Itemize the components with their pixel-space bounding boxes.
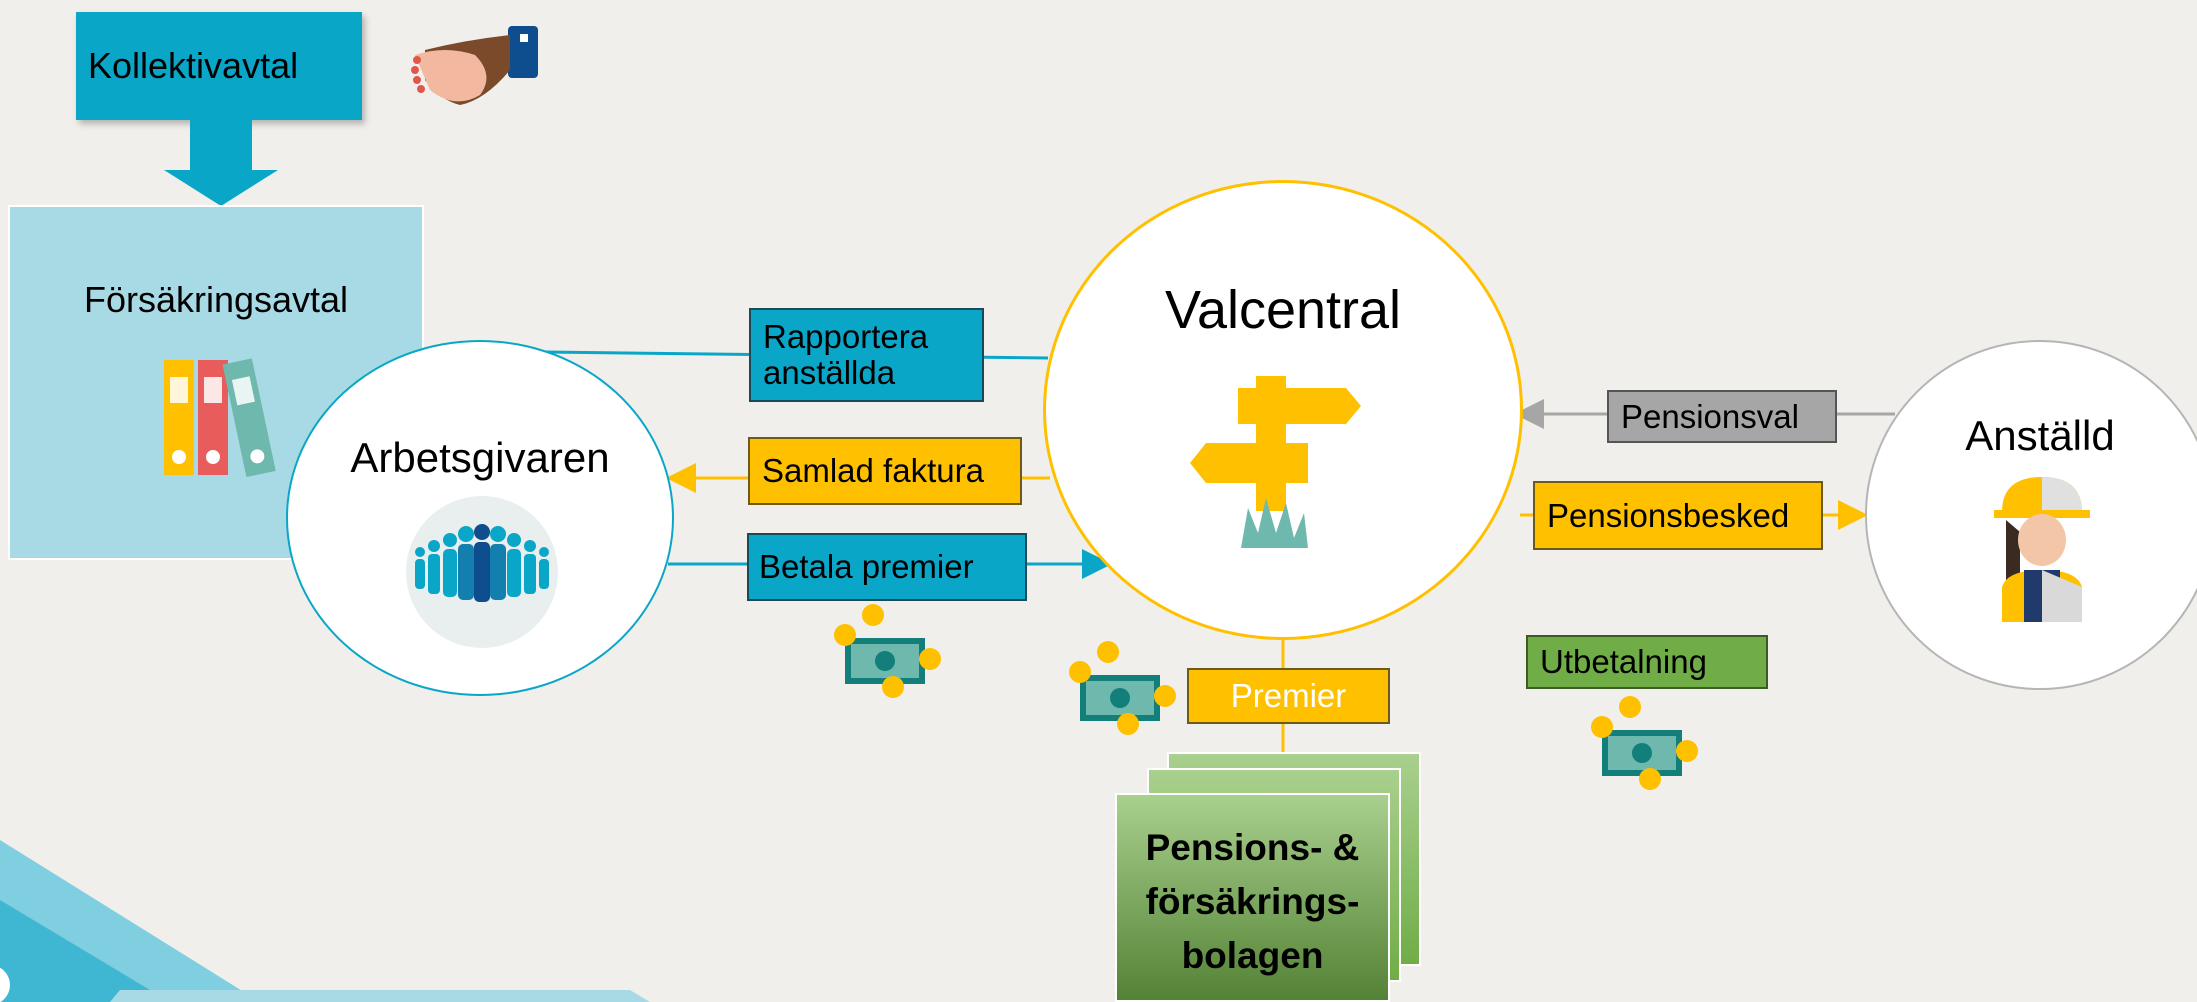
pensionsval-label: Pensionsval [1621,397,1799,435]
signpost-icon [1190,376,1361,548]
samlad-faktura-label: Samlad faktura [762,452,984,489]
kollektivavtal-label: Kollektivavtal [88,45,299,86]
anstalld-label: Anställd [1965,412,2115,459]
utbetalning-box: Utbetalning [1526,635,1768,689]
forsakringsavtal-label: Försäkringsavtal [83,279,349,320]
binders-icon [164,358,276,478]
betala-premier-box: Betala premier [747,533,1027,601]
decorative-corner-shapes [0,840,650,1002]
pensionsbesked-label: Pensionsbesked [1547,496,1790,534]
handshake-icon [411,26,538,105]
premier-box: Premier [1187,668,1390,724]
pensionsbesked-box: Pensionsbesked [1533,481,1823,550]
money-icon [834,604,941,698]
money-icon [1591,696,1698,790]
bolagen-line2: försäkrings- [1145,881,1360,922]
samlad-faktura-box: Samlad faktura [748,437,1022,505]
arbetsgivaren-label: Arbetsgivaren [350,434,610,481]
kollektivavtal-box: Kollektivavtal [76,12,362,120]
anstalld-node: Anställd [1865,340,2197,690]
down-arrow-icon [164,120,278,206]
premier-label: Premier [1230,677,1347,714]
utbetalning-label: Utbetalning [1540,643,1707,680]
valcentral-label: Valcentral [1164,280,1402,340]
people-group-icon [406,496,558,648]
rapportera-line2: anställda [763,354,896,391]
arbetsgivaren-node: Arbetsgivaren [286,340,674,696]
worker-icon [1994,477,2090,622]
valcentral-node: Valcentral [1043,180,1523,640]
bolagen-line3: bolagen [1181,935,1324,976]
money-icon [1069,641,1176,735]
rapportera-line1: Rapportera [763,318,929,355]
betala-premier-label: Betala premier [759,548,974,585]
bolagen-box: Pensions- & försäkrings- bolagen [1115,793,1390,1002]
rapportera-anstallda-box: Rapportera anställda [749,308,984,402]
bolagen-line1: Pensions- & [1145,827,1360,868]
pensionsval-box: Pensionsval [1607,390,1837,443]
